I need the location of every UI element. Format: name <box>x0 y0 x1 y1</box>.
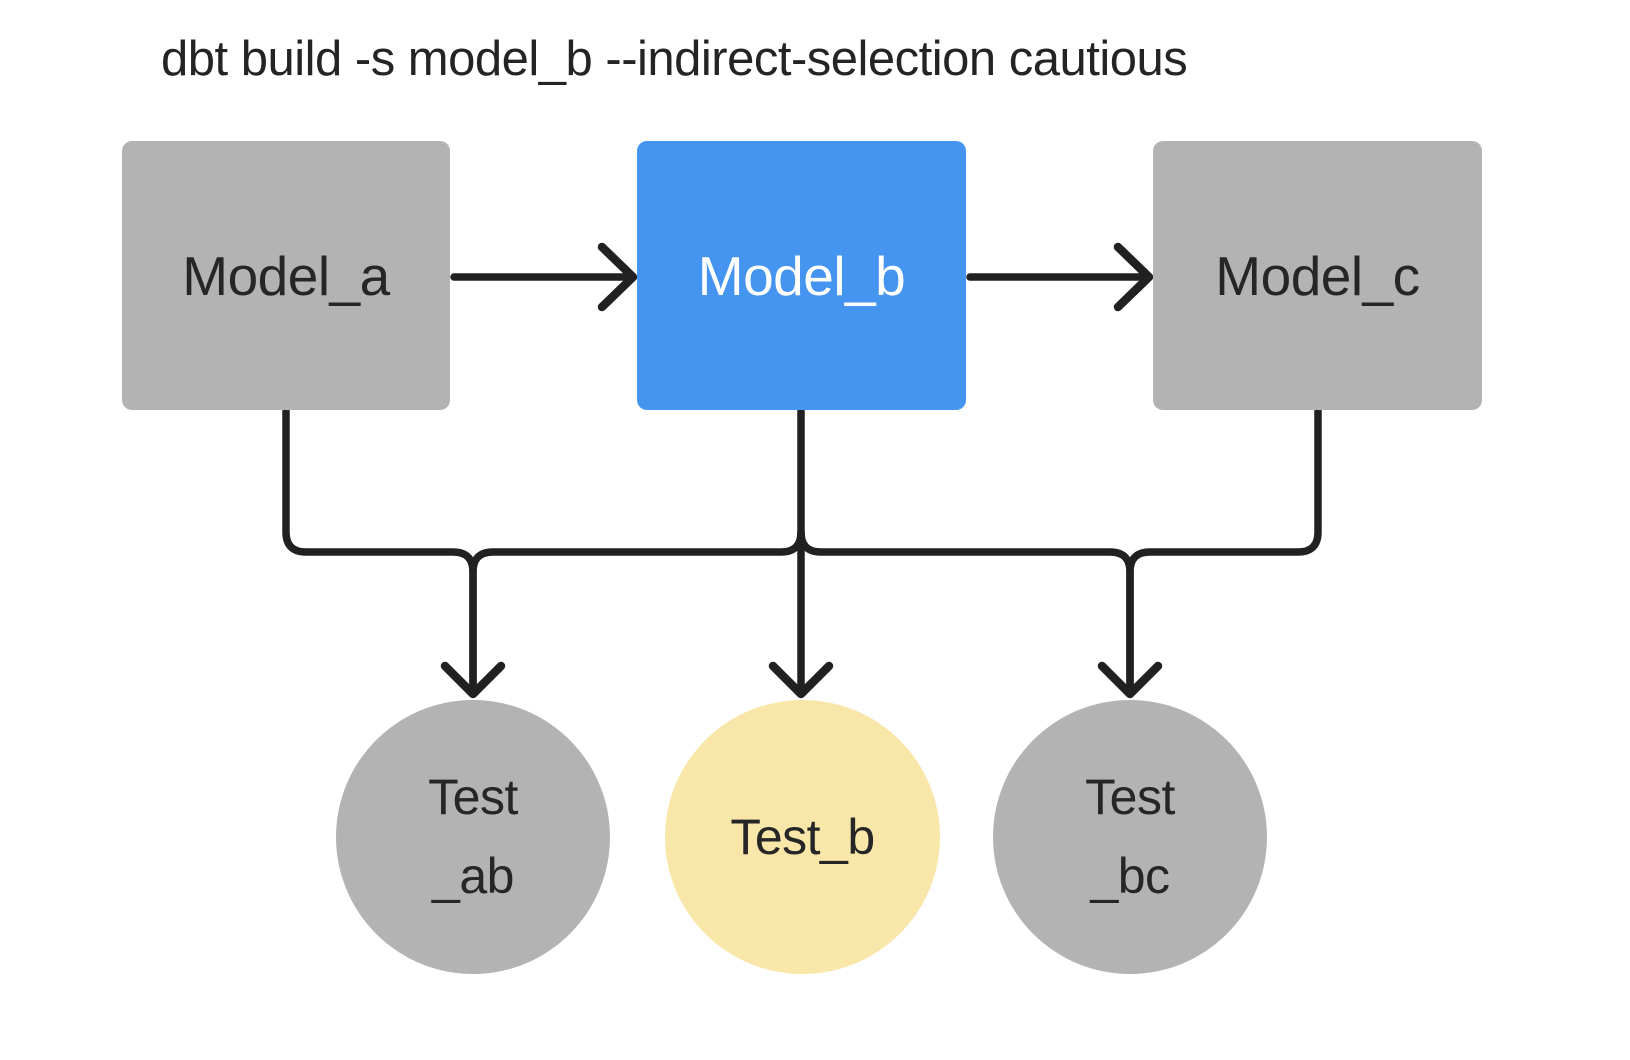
node-model-a: Model_a <box>122 141 450 410</box>
node-test-ab: Test _ab <box>336 700 610 974</box>
node-test-b-label-line1: Test_b <box>730 808 875 865</box>
node-model-c-label: Model_c <box>1215 244 1420 307</box>
node-test-bc: Test _bc <box>993 700 1267 974</box>
node-model-b: Model_b <box>637 141 966 410</box>
node-model-b-label: Model_b <box>697 244 906 307</box>
edge-model-b-to-test-bc <box>797 528 1134 692</box>
arrowhead-test-bc <box>1097 661 1163 699</box>
arrowhead-test-b <box>768 661 834 699</box>
edge-model-b-to-test-ab <box>469 528 805 692</box>
diagram-title: dbt build -s model_b --indirect-selectio… <box>161 32 1188 86</box>
arrowhead-test-ab <box>440 661 506 699</box>
node-test-ab-label-line1: Test <box>428 769 518 825</box>
edge-model-c-to-test-bc <box>1126 407 1322 692</box>
node-test-b: Test_b <box>665 700 940 974</box>
node-test-bc-label-line1: Test <box>1085 769 1175 825</box>
node-test-bc-label-line2: _bc <box>1090 848 1170 904</box>
node-model-c: Model_c <box>1153 141 1482 410</box>
edge-model-a-to-test-ab <box>282 407 477 692</box>
node-test-ab-label-line2: _ab <box>432 848 514 904</box>
arrowhead-model-c <box>1113 242 1154 312</box>
node-model-a-label: Model_a <box>182 244 390 307</box>
arrowhead-model-b <box>597 242 638 312</box>
